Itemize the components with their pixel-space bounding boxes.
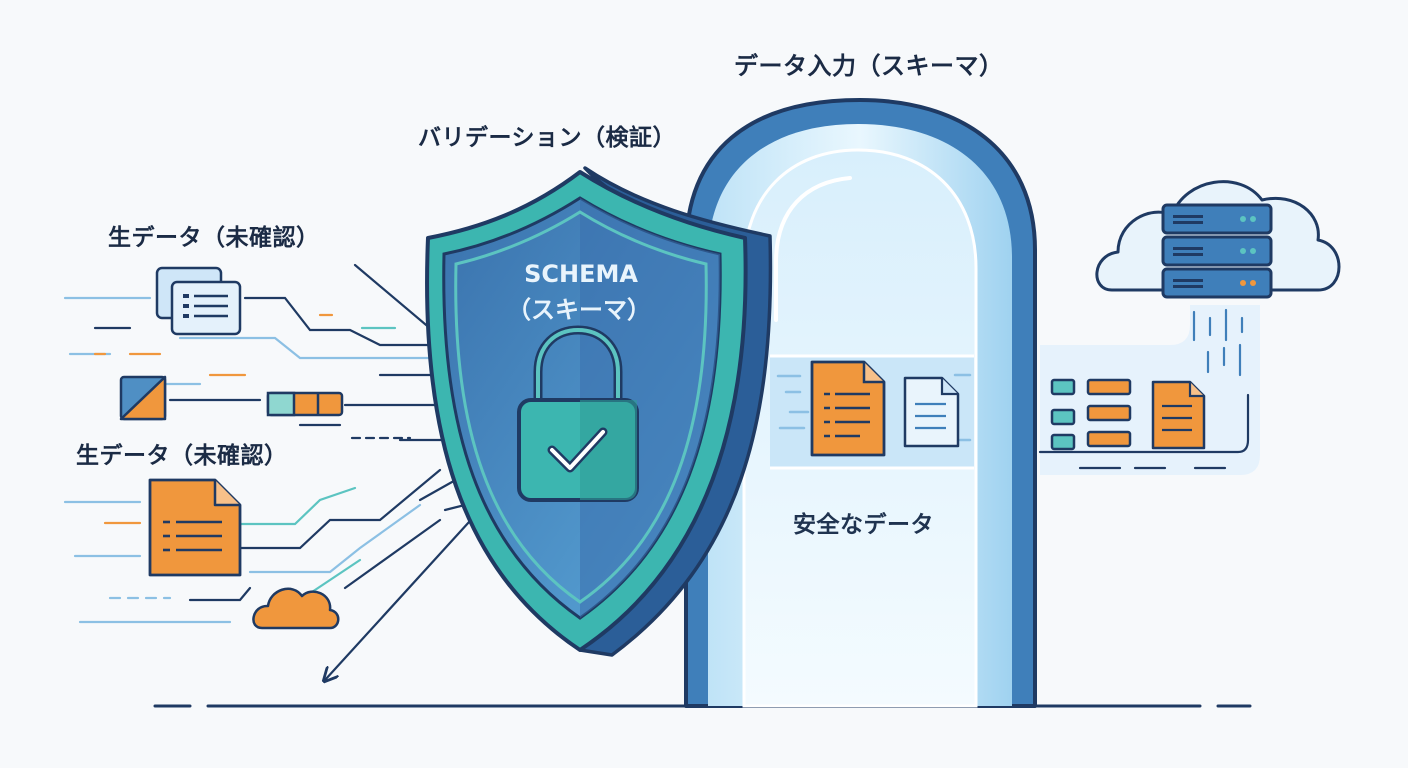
data-grid-icon [1050,378,1132,451]
cloud-server-icon [1095,180,1341,299]
cube-icon [119,375,167,421]
document-stack-icon [155,266,242,336]
server-icon [1161,203,1273,299]
data-input-label: データ入力（スキーマ） [734,52,1004,80]
schema-label: SCHEMA [524,260,638,288]
storage-connector [1038,305,1260,475]
document-icon-light [903,376,960,448]
raw-data-label-top: 生データ（未確認） [108,225,320,251]
data-bar-icon [266,391,344,417]
schema-sub-label: （スキーマ） [507,296,651,324]
document-icon [148,478,242,577]
raw-data-label-bottom: 生データ（未確認） [76,443,288,469]
safe-data-label: 安全なデータ [793,512,934,538]
gate-arch [684,98,1037,708]
document-icon-orange [810,360,886,457]
validation-label: バリデーション（検証） [418,125,677,151]
padlock-icon [517,325,639,502]
cloud-icon-orange [252,587,340,630]
data-stream-lines [63,296,442,624]
document-icon-right [1151,380,1206,450]
